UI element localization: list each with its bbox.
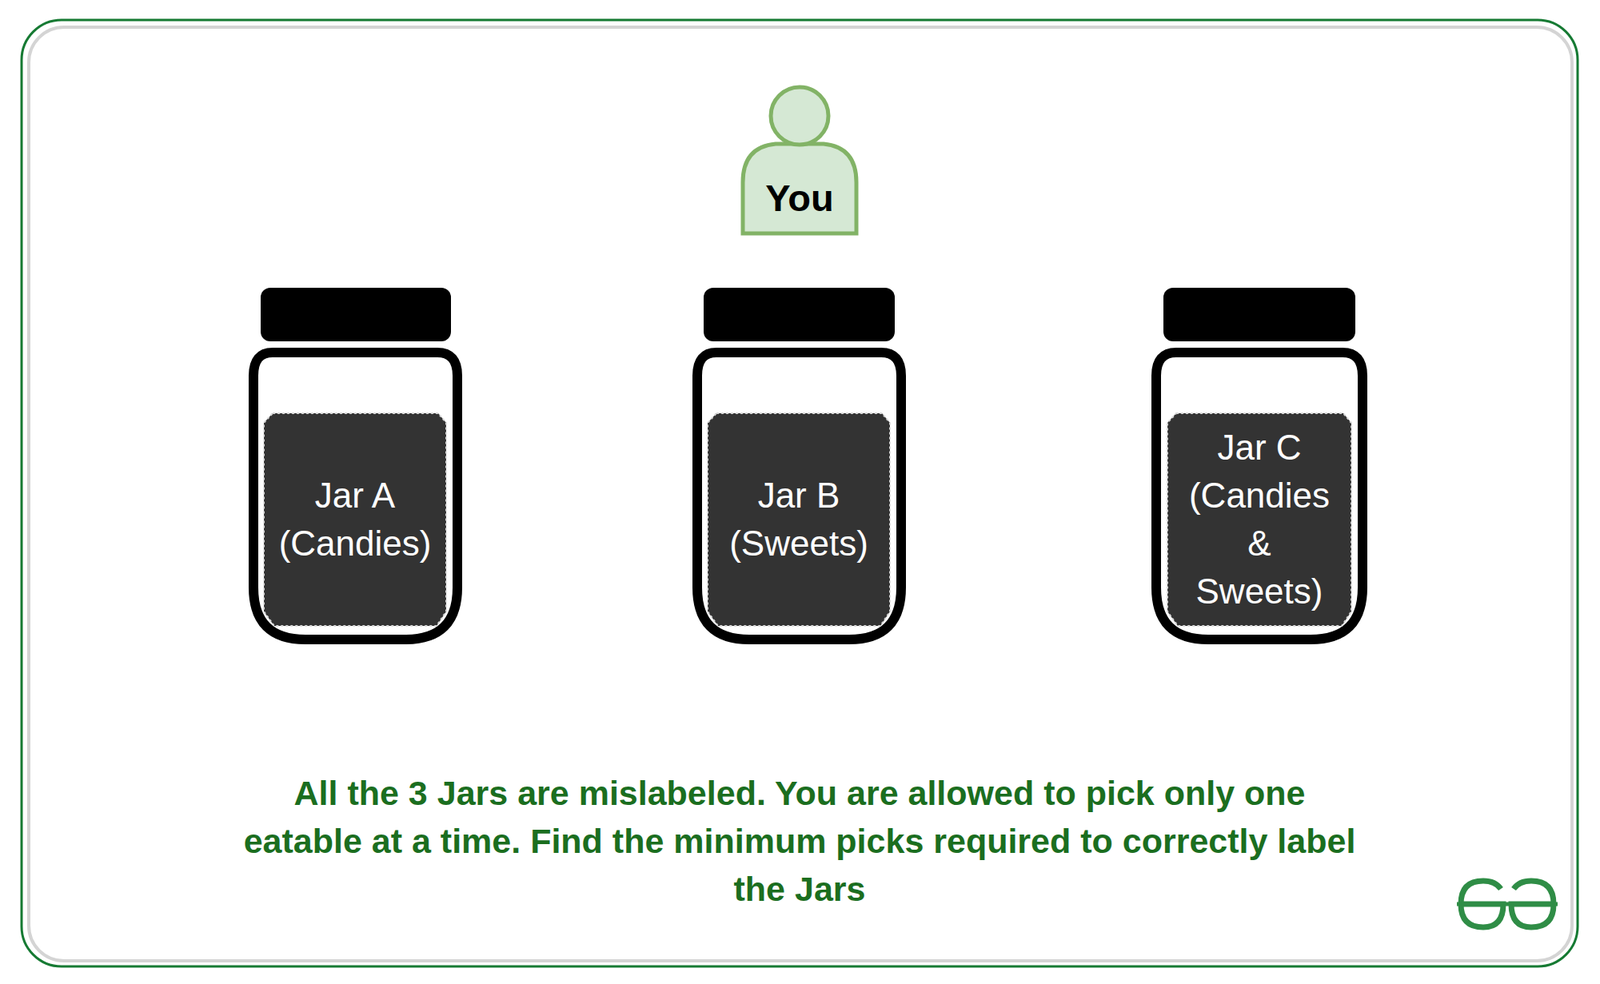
caption: All the 3 Jars are mislabeled. You are a… <box>239 769 1360 914</box>
jar-label: Jar A (Candies) <box>266 415 444 624</box>
logo <box>1456 881 1558 928</box>
jar-label: Jar C (Candies & Sweets) <box>1169 415 1349 624</box>
inner-frame <box>28 27 1573 962</box>
jar-a <box>253 287 458 640</box>
jar-b <box>697 287 902 640</box>
node-text: Jar A (Candies) <box>274 471 436 568</box>
jar-label: Jar B (Sweets) <box>710 415 888 624</box>
node-text: Jar B (Sweets) <box>718 471 880 568</box>
node-text: You <box>765 177 834 220</box>
outer-frame <box>21 19 1578 967</box>
node-text: Jar C (Candies & Sweets) <box>1181 423 1337 615</box>
person-icon <box>742 87 857 234</box>
jar-c <box>1156 287 1363 640</box>
person-body: You <box>742 143 857 234</box>
